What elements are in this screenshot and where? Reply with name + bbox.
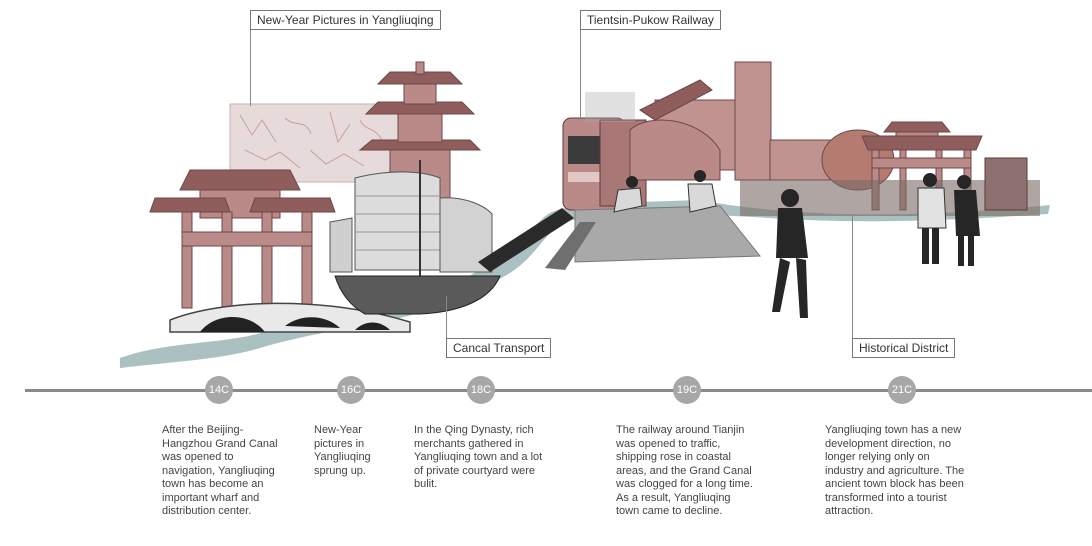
timeline-node-14c: 14C: [205, 376, 233, 404]
timeline-node-21c: 21C: [888, 376, 916, 404]
leader-historical: [852, 214, 853, 340]
people-silhouettes: [613, 170, 980, 318]
leader-railway: [580, 28, 581, 120]
callout-new-year-pictures: New-Year Pictures in Yangliuqing: [250, 10, 441, 30]
walking-person-icon: [954, 175, 980, 266]
callout-historical-district: Historical District: [852, 338, 956, 358]
timeline-desc-18c: In the Qing Dynasty, rich merchants gath…: [414, 424, 543, 490]
callout-canal-transport: Cancal Transport: [446, 338, 552, 358]
walking-child-icon: [772, 189, 808, 318]
rail-track: [478, 208, 574, 272]
timeline-desc-21c: Yangliuqing town has a new development d…: [825, 424, 965, 517]
timeline-desc-19c: The railway around Tianjin was opened to…: [616, 424, 753, 517]
archway-gate-icon: [149, 169, 336, 309]
timeline-node-16c: 16C: [337, 376, 365, 404]
walking-person-icon: [917, 173, 947, 264]
callout-railway: Tientsin-Pukow Railway: [580, 10, 721, 30]
stone-bridge-icon: [169, 302, 411, 333]
timeline-desc-14c: After the Beijing-Hangzhou Grand Canal w…: [162, 424, 278, 517]
leader-canal: [446, 296, 447, 340]
timeline-desc-16c: New-Year pictures in Yangliuqing sprung …: [314, 424, 371, 477]
crouching-person-icon: [613, 176, 643, 213]
junk-ship-icon: [329, 160, 501, 315]
leader-new-year-pictures: [250, 28, 251, 106]
factory-icon: [585, 61, 895, 191]
timeline-node-19c: 19C: [673, 376, 701, 404]
timeline-node-18c: 18C: [467, 376, 495, 404]
timeline-axis: [25, 389, 1092, 392]
crouching-person-icon: [687, 170, 717, 213]
